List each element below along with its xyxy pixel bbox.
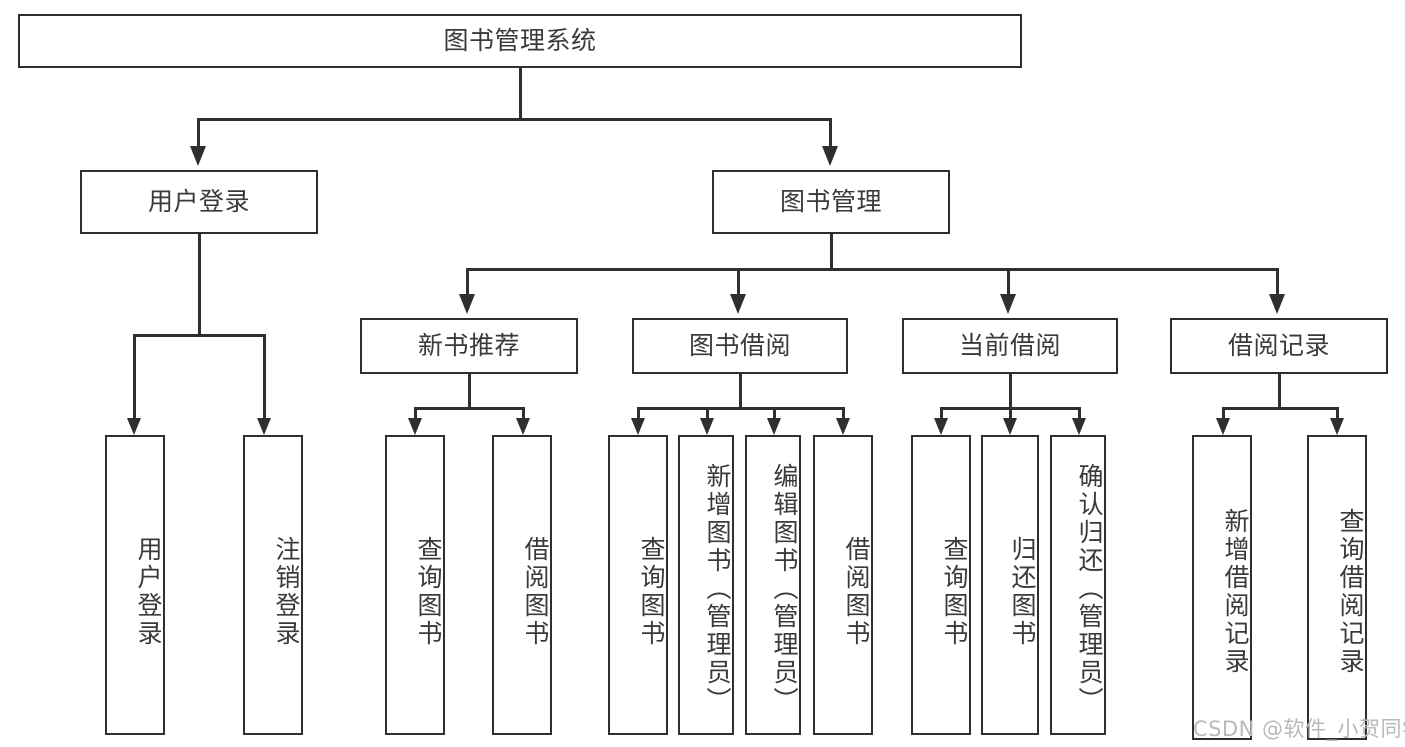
arrow-head-icon — [836, 418, 850, 435]
connector-book-borrow-stem — [739, 374, 742, 410]
leaf-edit-book-admin[interactable]: 编辑图书（管理员） — [745, 435, 801, 735]
connector-current-borrow-drop-1 — [940, 407, 943, 418]
node-current-borrow[interactable]: 当前借阅 — [902, 318, 1118, 374]
connector-root-stem — [519, 68, 522, 120]
connector-level2-drop-2 — [737, 268, 740, 294]
connector-user-login-bar — [133, 334, 265, 337]
node-label: 用户登录 — [147, 187, 250, 217]
leaf-return-book[interactable]: 归还图书 — [981, 435, 1039, 735]
connector-level1-drop-right — [829, 118, 832, 146]
connector-user-login-drop-2 — [263, 334, 266, 418]
node-user-login[interactable]: 用户登录 — [80, 170, 318, 234]
arrow-head-icon — [190, 146, 206, 166]
arrow-head-icon — [934, 418, 948, 435]
leaf-add-borrow-record[interactable]: 新增借阅记录 — [1192, 435, 1252, 740]
node-label: 编辑图书（管理员） — [770, 463, 799, 715]
connector-user-login-stem — [198, 234, 201, 336]
connector-new-book-stem — [468, 374, 471, 410]
arrow-head-icon — [1330, 418, 1344, 435]
connector-new-book-bar — [414, 407, 524, 410]
arrow-head-icon — [127, 418, 141, 435]
node-new-book-recommend[interactable]: 新书推荐 — [360, 318, 578, 374]
connector-book-management-stem — [830, 234, 833, 270]
connector-level2-drop-1 — [466, 268, 469, 294]
arrow-head-icon — [459, 294, 475, 314]
leaf-query-book-recommend[interactable]: 查询图书 — [385, 435, 445, 735]
arrow-head-icon — [1000, 294, 1016, 314]
connector-level2-bar — [466, 268, 1278, 271]
arrow-head-icon — [1269, 294, 1285, 314]
node-label: 图书管理 — [779, 187, 882, 217]
leaf-confirm-return-admin[interactable]: 确认归还（管理员） — [1050, 435, 1106, 735]
leaf-add-book-admin[interactable]: 新增图书（管理员） — [678, 435, 734, 735]
leaf-user-login[interactable]: 用户登录 — [105, 435, 165, 735]
arrow-head-icon — [631, 418, 645, 435]
node-label: 图书管理系统 — [443, 26, 597, 56]
connector-current-borrow-drop-2 — [1009, 407, 1012, 418]
connector-borrow-record-stem — [1278, 374, 1281, 410]
arrow-head-icon — [257, 418, 271, 435]
arrow-head-icon — [730, 294, 746, 314]
arrow-head-icon — [516, 418, 530, 435]
connector-current-borrow-drop-3 — [1078, 407, 1081, 418]
arrow-head-icon — [767, 418, 781, 435]
leaf-borrow-book-recommend[interactable]: 借阅图书 — [492, 435, 552, 735]
connector-borrow-record-drop-1 — [1222, 407, 1225, 418]
arrow-head-icon — [1072, 418, 1086, 435]
watermark: CSDN @软件_小贺同学 — [1193, 717, 1405, 741]
node-label: 归还图书 — [1008, 536, 1037, 648]
connector-level1-drop-left — [197, 118, 200, 146]
connector-borrow-record-bar — [1222, 407, 1338, 410]
connector-level2-drop-3 — [1007, 268, 1010, 294]
connector-book-borrow-drop-3 — [773, 407, 776, 418]
node-label: 新增借阅记录 — [1221, 507, 1250, 676]
connector-book-borrow-drop-1 — [637, 407, 640, 418]
leaf-query-book-current[interactable]: 查询图书 — [911, 435, 971, 735]
connector-book-borrow-bar — [637, 407, 844, 410]
connector-new-book-drop-1 — [414, 407, 417, 418]
node-label: 图书借阅 — [688, 331, 791, 361]
node-label: 当前借阅 — [958, 331, 1061, 361]
connector-book-borrow-drop-2 — [706, 407, 709, 418]
node-label: 用户登录 — [134, 536, 163, 648]
node-label: 查询图书 — [940, 536, 969, 648]
arrow-head-icon — [408, 418, 422, 435]
node-label: 新书推荐 — [417, 331, 520, 361]
connector-new-book-drop-2 — [522, 407, 525, 418]
node-label: 借阅图书 — [842, 536, 871, 648]
node-label: 确认归还（管理员） — [1075, 463, 1104, 715]
arrow-head-icon — [700, 418, 714, 435]
arrow-head-icon — [1003, 418, 1017, 435]
arrow-head-icon — [822, 146, 838, 166]
connector-borrow-record-drop-2 — [1336, 407, 1339, 418]
arrow-head-icon — [1216, 418, 1230, 435]
connector-user-login-drop-1 — [133, 334, 136, 418]
leaf-query-borrow-record[interactable]: 查询借阅记录 — [1307, 435, 1367, 740]
connector-level1-bar — [197, 118, 831, 121]
node-label: 借阅记录 — [1227, 331, 1330, 361]
node-book-management[interactable]: 图书管理 — [712, 170, 950, 234]
node-label: 查询借阅记录 — [1336, 507, 1365, 676]
node-label: 新增图书（管理员） — [703, 463, 732, 715]
node-root-book-management-system[interactable]: 图书管理系统 — [18, 14, 1022, 68]
connector-book-borrow-drop-4 — [842, 407, 845, 418]
connector-current-borrow-stem — [1009, 374, 1012, 410]
node-book-borrow[interactable]: 图书借阅 — [632, 318, 848, 374]
connector-level2-drop-4 — [1276, 268, 1279, 294]
node-borrow-record[interactable]: 借阅记录 — [1170, 318, 1388, 374]
node-label: 注销登录 — [272, 536, 301, 648]
leaf-query-book-borrow[interactable]: 查询图书 — [608, 435, 668, 735]
node-label: 查询图书 — [637, 536, 666, 648]
leaf-borrow-book-borrow[interactable]: 借阅图书 — [813, 435, 873, 735]
node-label: 查询图书 — [414, 536, 443, 648]
leaf-logout[interactable]: 注销登录 — [243, 435, 303, 735]
node-label: 借阅图书 — [521, 536, 550, 648]
